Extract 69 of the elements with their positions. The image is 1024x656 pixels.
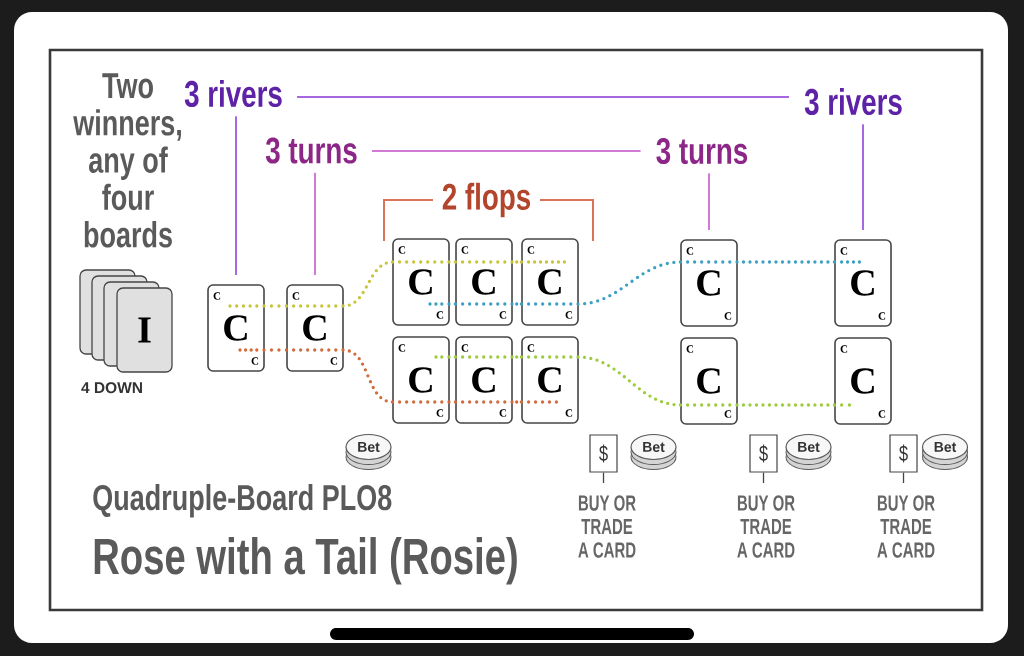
card-index: C xyxy=(724,410,732,418)
dotted-line xyxy=(341,348,395,404)
poker-chip: Bet xyxy=(785,433,832,470)
card-index: C xyxy=(461,246,469,254)
card-index: C xyxy=(251,357,259,365)
dotted-line xyxy=(447,302,458,306)
card-index: C xyxy=(499,409,507,417)
leader-line xyxy=(314,171,316,276)
card-index: C xyxy=(565,409,573,417)
subtitle: Quadruple-Board PLO8 xyxy=(93,483,392,518)
card-index: C xyxy=(499,311,507,319)
dollar-card: $ xyxy=(749,434,778,473)
leader-line xyxy=(762,471,765,484)
leader-line xyxy=(862,123,864,231)
card-index: C xyxy=(292,292,300,300)
callout-label: 3 turns xyxy=(656,137,748,165)
card-index: C xyxy=(686,345,694,353)
dotted-line xyxy=(447,260,458,264)
title: Rose with a Tail (Rosie) xyxy=(94,537,517,585)
card-index: C xyxy=(840,345,848,353)
callout-label: 3 rivers xyxy=(804,87,902,116)
card-index: C xyxy=(436,409,444,417)
dotted-line xyxy=(510,400,524,404)
connector-line xyxy=(370,150,642,152)
card-index: C xyxy=(527,246,535,254)
dotted-line xyxy=(447,400,458,404)
connector-line xyxy=(296,96,790,98)
card-index: C xyxy=(398,246,406,254)
action-label: BUY OR TRADE A CARD xyxy=(877,495,935,558)
poker-chip: Bet xyxy=(921,433,969,470)
dollar-card: $ xyxy=(589,434,618,473)
card-index: C xyxy=(330,357,338,365)
dotted-line xyxy=(576,355,683,407)
bracket-label: 2 flops xyxy=(442,182,531,218)
card-index: C xyxy=(527,344,535,352)
poker-chip: Bet xyxy=(630,433,677,470)
card-index: C xyxy=(878,312,886,320)
action-label: BUY OR TRADE A CARD xyxy=(578,495,636,558)
dotted-line xyxy=(447,355,458,359)
callout-label: 3 turns xyxy=(265,137,357,164)
leader-line xyxy=(902,471,905,484)
card-index: C xyxy=(398,344,406,352)
card-index: C xyxy=(461,344,469,352)
card-index: C xyxy=(686,247,694,255)
callout-label: 3 rivers xyxy=(184,79,282,108)
card-index: C xyxy=(436,311,444,319)
leader-line xyxy=(235,115,237,276)
dotted-line xyxy=(341,260,395,308)
card-index: C xyxy=(213,292,221,300)
card-caption: 4 DOWN xyxy=(81,382,142,394)
dotted-line xyxy=(510,302,524,306)
dotted-line xyxy=(576,260,683,306)
card-index: C xyxy=(840,247,848,255)
dotted-line xyxy=(262,348,289,352)
action-label: BUY OR TRADE A CARD xyxy=(737,495,795,558)
card-index: C xyxy=(878,410,886,418)
leader-line xyxy=(708,172,710,231)
dotted-line xyxy=(262,304,289,308)
dotted-line xyxy=(510,355,524,359)
face-down-card: I xyxy=(116,287,173,373)
leader-line xyxy=(602,471,605,484)
card-index: C xyxy=(724,312,732,320)
note-text: Two winners, any of four boards xyxy=(73,73,181,248)
poker-chip: Bet xyxy=(345,433,392,470)
card-index: C xyxy=(565,311,573,319)
dotted-line xyxy=(735,403,837,407)
dotted-line xyxy=(735,260,837,264)
dotted-line xyxy=(510,260,524,264)
dollar-card: $ xyxy=(889,434,918,473)
